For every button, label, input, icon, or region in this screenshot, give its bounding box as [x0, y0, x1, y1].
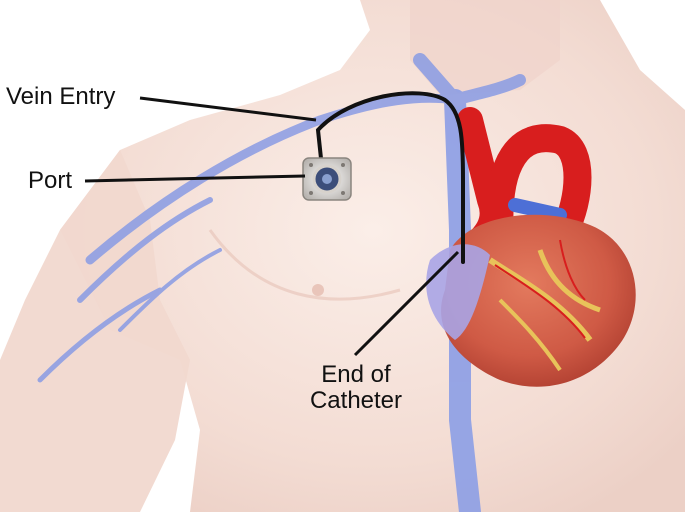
end-of-catheter-line2: Catheter [300, 388, 412, 414]
end-of-catheter-label: End of Catheter [300, 362, 412, 414]
end-of-catheter-line1: End of [300, 362, 412, 388]
port-device [303, 158, 351, 200]
port-label: Port [28, 168, 72, 194]
vein-entry-label: Vein Entry [6, 84, 115, 110]
nipple [312, 284, 324, 296]
